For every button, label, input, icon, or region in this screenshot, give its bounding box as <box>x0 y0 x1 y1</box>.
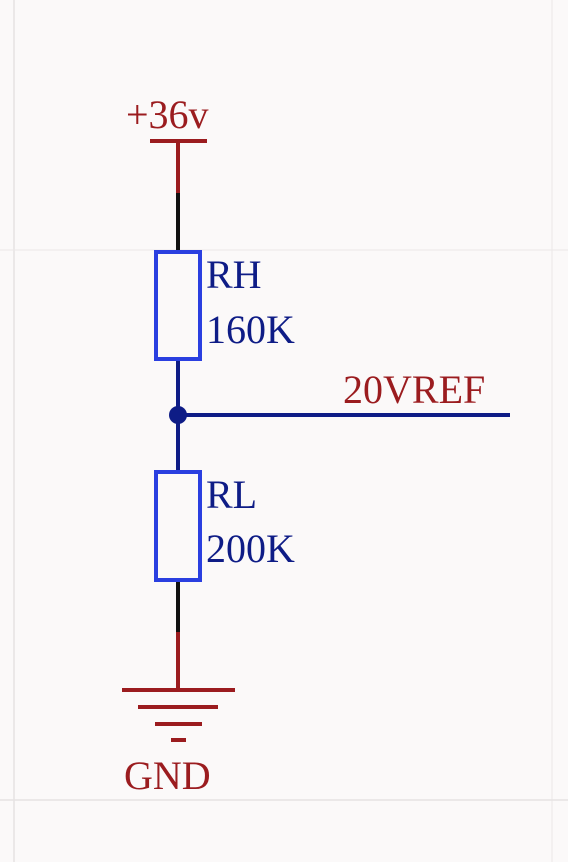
resistor-rh-body <box>154 250 202 361</box>
power-net-label: +36v <box>126 92 209 137</box>
resistor-rl-value: 200K <box>206 526 295 571</box>
resistor-rl-designator: RL <box>206 472 257 517</box>
ground-net-label: GND <box>124 753 211 798</box>
ground-port[interactable]: GND <box>122 632 235 798</box>
wires <box>176 193 510 632</box>
power-port[interactable]: +36v <box>126 92 209 193</box>
resistor-rl[interactable]: RL 200K <box>154 470 295 582</box>
resistor-rl-body <box>154 470 202 582</box>
resistor-rh[interactable]: RH 160K <box>154 250 295 361</box>
output-net-label[interactable]: 20VREF <box>343 367 485 412</box>
resistor-rh-designator: RH <box>206 252 262 297</box>
resistor-rh-value: 160K <box>206 307 295 352</box>
junction-dot[interactable] <box>169 406 187 424</box>
